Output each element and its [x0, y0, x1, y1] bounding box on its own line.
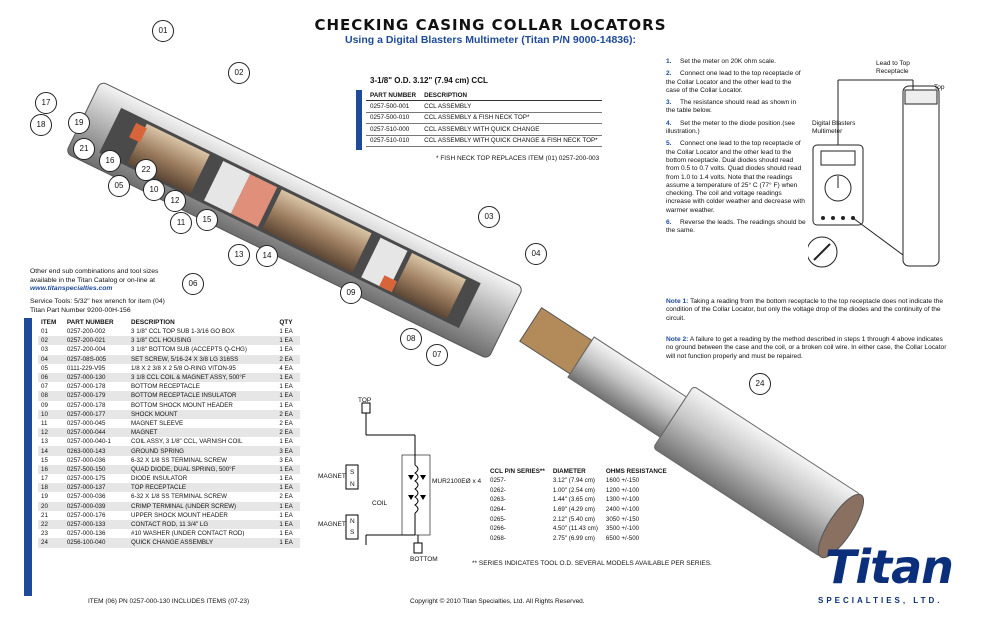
- callout-11: 11: [170, 212, 192, 234]
- procedure-steps: 1.Set the meter on 20K ohm scale. 2.Conne…: [666, 58, 806, 240]
- schematic-bottom: BOTTOM: [410, 556, 438, 563]
- schematic-n-2: N: [350, 518, 355, 525]
- callout-16: 16: [99, 150, 121, 172]
- note-2: Note 2: A failure to get a reading by th…: [666, 336, 947, 360]
- schematic-s-1: S: [350, 469, 355, 476]
- titan-logo: Titan: [825, 540, 954, 594]
- schematic-coil: COIL: [372, 500, 388, 507]
- parts-table-footnote: ITEM (06) PN 0257-000-130 INCLUDES ITEMS…: [88, 598, 250, 605]
- callout-14: 14: [256, 245, 278, 267]
- callout-01: 01: [152, 20, 174, 42]
- multimeter-illustration: [808, 79, 940, 268]
- callout-05: 05: [108, 175, 130, 197]
- step-item: 4.Set the meter to the diode position.(s…: [666, 119, 796, 136]
- step-item: 6.Reverse the leads. The readings should…: [666, 219, 806, 235]
- catalog-link[interactable]: www.titanspecialties.com: [30, 285, 113, 293]
- catalog-note: Other end sub combinations and tool size…: [30, 268, 159, 293]
- page-subtitle: Using a Digital Blasters Multimeter (Tit…: [345, 34, 636, 46]
- callout-15: 15: [196, 209, 218, 231]
- schematic-magnet-1: MAGNET: [318, 473, 346, 480]
- ccl-table-heading: 3-1/8" O.D. 3.12" (7.94 cm) CCL: [370, 76, 488, 85]
- callout-18: 18: [30, 114, 52, 136]
- parts-table-bar: [24, 318, 32, 596]
- step-item: 2.Connect one lead to the top receptacle…: [666, 70, 801, 94]
- callout-07: 07: [426, 344, 448, 366]
- callout-09: 09: [340, 282, 362, 304]
- note-1: Note 1: Taking a reading from the bottom…: [666, 298, 943, 322]
- callout-12: 12: [164, 190, 186, 212]
- copyright: Copyright © 2010 Titan Specialties, Ltd.…: [410, 598, 585, 605]
- schematic-s-2: S: [350, 529, 355, 536]
- step-item: 3.The resistance should read as shown in…: [666, 99, 797, 115]
- callout-22: 22: [135, 159, 157, 181]
- wiring-schematic: [345, 402, 431, 554]
- schematic-magnet-2: MAGNET: [318, 521, 346, 528]
- callout-06: 06: [182, 273, 204, 295]
- meter-label: Digital Blasters Multimeter: [812, 120, 856, 135]
- callout-21: 21: [73, 138, 95, 160]
- schematic-diode: MUR2100EØ x 4: [432, 478, 482, 485]
- service-note: Service Tools: 5/32" hex wrench for item…: [30, 298, 165, 314]
- callout-08: 08: [400, 328, 422, 350]
- lead-to-top-label: Lead to Top Receptacle: [876, 60, 910, 75]
- schematic-top-label: TOP: [358, 397, 372, 404]
- ccl-cutaway-illustration: [67, 82, 522, 358]
- step-item: 5.Connect one lead to the top receptacle…: [666, 140, 805, 214]
- callout-19: 19: [68, 112, 90, 134]
- ccl-table-bar: [356, 90, 362, 150]
- top-label: Top: [934, 84, 945, 91]
- titan-logo-tag: SPECIALTIES, LTD.: [818, 596, 943, 605]
- callout-04: 04: [525, 243, 547, 265]
- callout-03: 03: [478, 206, 500, 228]
- callout-17: 17: [35, 92, 57, 114]
- resistance-table-footnote: ** SERIES INDICATES TOOL O.D. SEVERAL MO…: [472, 560, 712, 567]
- ccl-table-footnote: * FISH NECK TOP REPLACES ITEM (01) 0257-…: [436, 155, 600, 162]
- callout-13: 13: [228, 244, 250, 266]
- schematic-n-1: N: [350, 481, 355, 488]
- quick-change-illustration: [519, 306, 865, 559]
- callout-24: 24: [749, 373, 771, 395]
- callout-10: 10: [143, 179, 165, 201]
- callout-02: 02: [228, 62, 250, 84]
- page-title: CHECKING CASING COLLAR LOCATORS: [314, 16, 667, 34]
- step-item: 1.Set the meter on 20K ohm scale.: [666, 58, 777, 65]
